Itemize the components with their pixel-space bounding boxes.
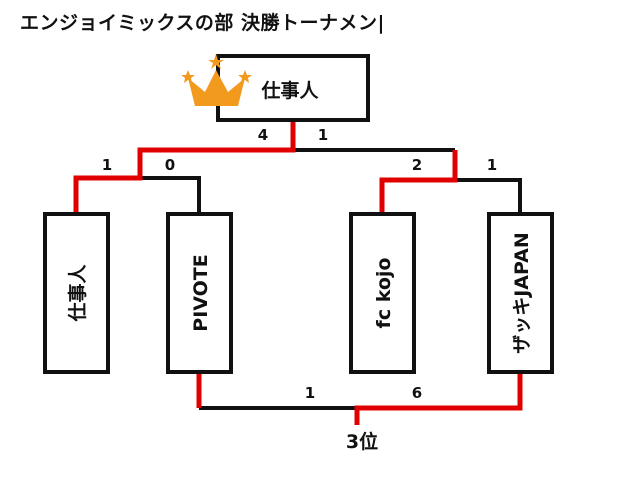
team-box-3: fc kojo [349, 212, 416, 374]
score-third-right: 6 [412, 384, 422, 402]
score-final-left: 4 [258, 126, 268, 144]
champion-name: 仕事人 [260, 79, 319, 102]
winner-path-left [73, 120, 296, 214]
third-place-label: 3位 [346, 430, 378, 453]
crown-icon [181, 54, 252, 106]
score-final-right: 1 [318, 126, 328, 144]
team-box-2: PIVOTE [166, 212, 233, 374]
team-name-4: ザッキJAPAN [511, 232, 533, 354]
semi-right-line-right [455, 178, 522, 214]
team-name-1: 仕事人 [66, 264, 89, 323]
semi-left-line-right [140, 176, 201, 214]
winner-path-right [379, 150, 458, 214]
score-semi-right-a: 2 [412, 156, 422, 174]
team-box-1: 仕事人 [43, 212, 110, 374]
page-title: エンジョイミックスの部 決勝トーナメン| [20, 12, 385, 34]
score-semi-right-b: 1 [487, 156, 497, 174]
score-semi-left-b: 0 [165, 156, 175, 174]
score-semi-left-a: 1 [102, 156, 112, 174]
third-path-winner [354, 372, 523, 425]
team-name-3: fc kojo [373, 258, 395, 329]
score-third-left: 1 [305, 384, 315, 402]
team-box-4: ザッキJAPAN [487, 212, 554, 374]
team-name-2: PIVOTE [190, 254, 212, 331]
